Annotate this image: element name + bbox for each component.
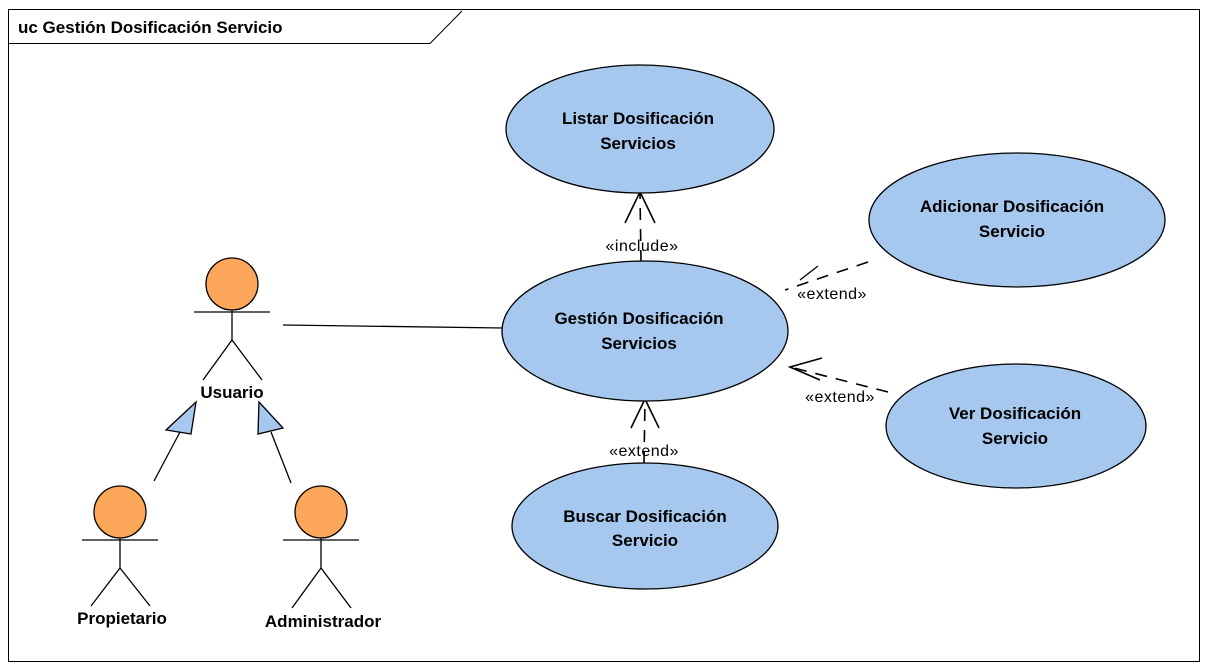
use-case-gestion-label-1: Gestión Dosificación [554,309,723,328]
extend-label-buscar: «extend» [609,443,679,460]
use-case-ver-label-2: Servicio [982,429,1048,448]
use-case-gestion[interactable]: Gestión Dosificación Servicios [501,260,789,402]
actor-usuario[interactable]: Usuario [194,257,270,402]
use-case-listar-label-2: Servicios [600,134,676,153]
extend-relation-adicionar: «extend» [784,261,869,303]
extend-label-adicionar: «extend» [797,286,867,303]
include-label: «include» [606,238,679,255]
use-case-adicionar-label-1: Adicionar Dosificación [920,197,1104,216]
include-relation-listar: «include» [606,190,679,263]
use-case-buscar-label-1: Buscar Dosificación [563,507,726,526]
diagram-frame: uc Gestión Dosificación Servicio [8,9,1200,662]
actor-administrador[interactable]: Administrador [265,485,382,631]
use-case-ver[interactable]: Ver Dosificación Servicio [885,363,1147,489]
use-case-adicionar[interactable]: Adicionar Dosificación Servicio [868,152,1166,288]
actor-propietario[interactable]: Propietario [77,485,167,628]
use-case-buscar[interactable]: Buscar Dosificación Servicio [511,462,779,590]
use-case-gestion-label-2: Servicios [601,334,677,353]
use-case-buscar-label-2: Servicio [612,531,678,550]
actor-usuario-head [205,257,259,311]
extend-label-ver: «extend» [805,389,875,406]
actor-administrador-head [294,485,348,539]
actor-usuario-label: Usuario [200,383,263,402]
extend-relation-buscar: «extend» [609,397,679,464]
generalization-administrador [257,400,292,484]
extend-relation-ver: «extend» [787,357,889,406]
frame-title: uc Gestión Dosificación Servicio [18,18,283,37]
use-case-listar[interactable]: Listar Dosificación Servicios [505,64,775,194]
actor-administrador-label: Administrador [265,612,382,631]
actor-propietario-label: Propietario [77,609,167,628]
association-usuario-gestion [282,324,504,329]
generalization-propietario [153,400,197,482]
actor-propietario-head [93,485,147,539]
use-case-ver-label-1: Ver Dosificación [949,404,1081,423]
use-case-adicionar-label-2: Servicio [979,222,1045,241]
use-case-listar-label-1: Listar Dosificación [562,109,714,128]
